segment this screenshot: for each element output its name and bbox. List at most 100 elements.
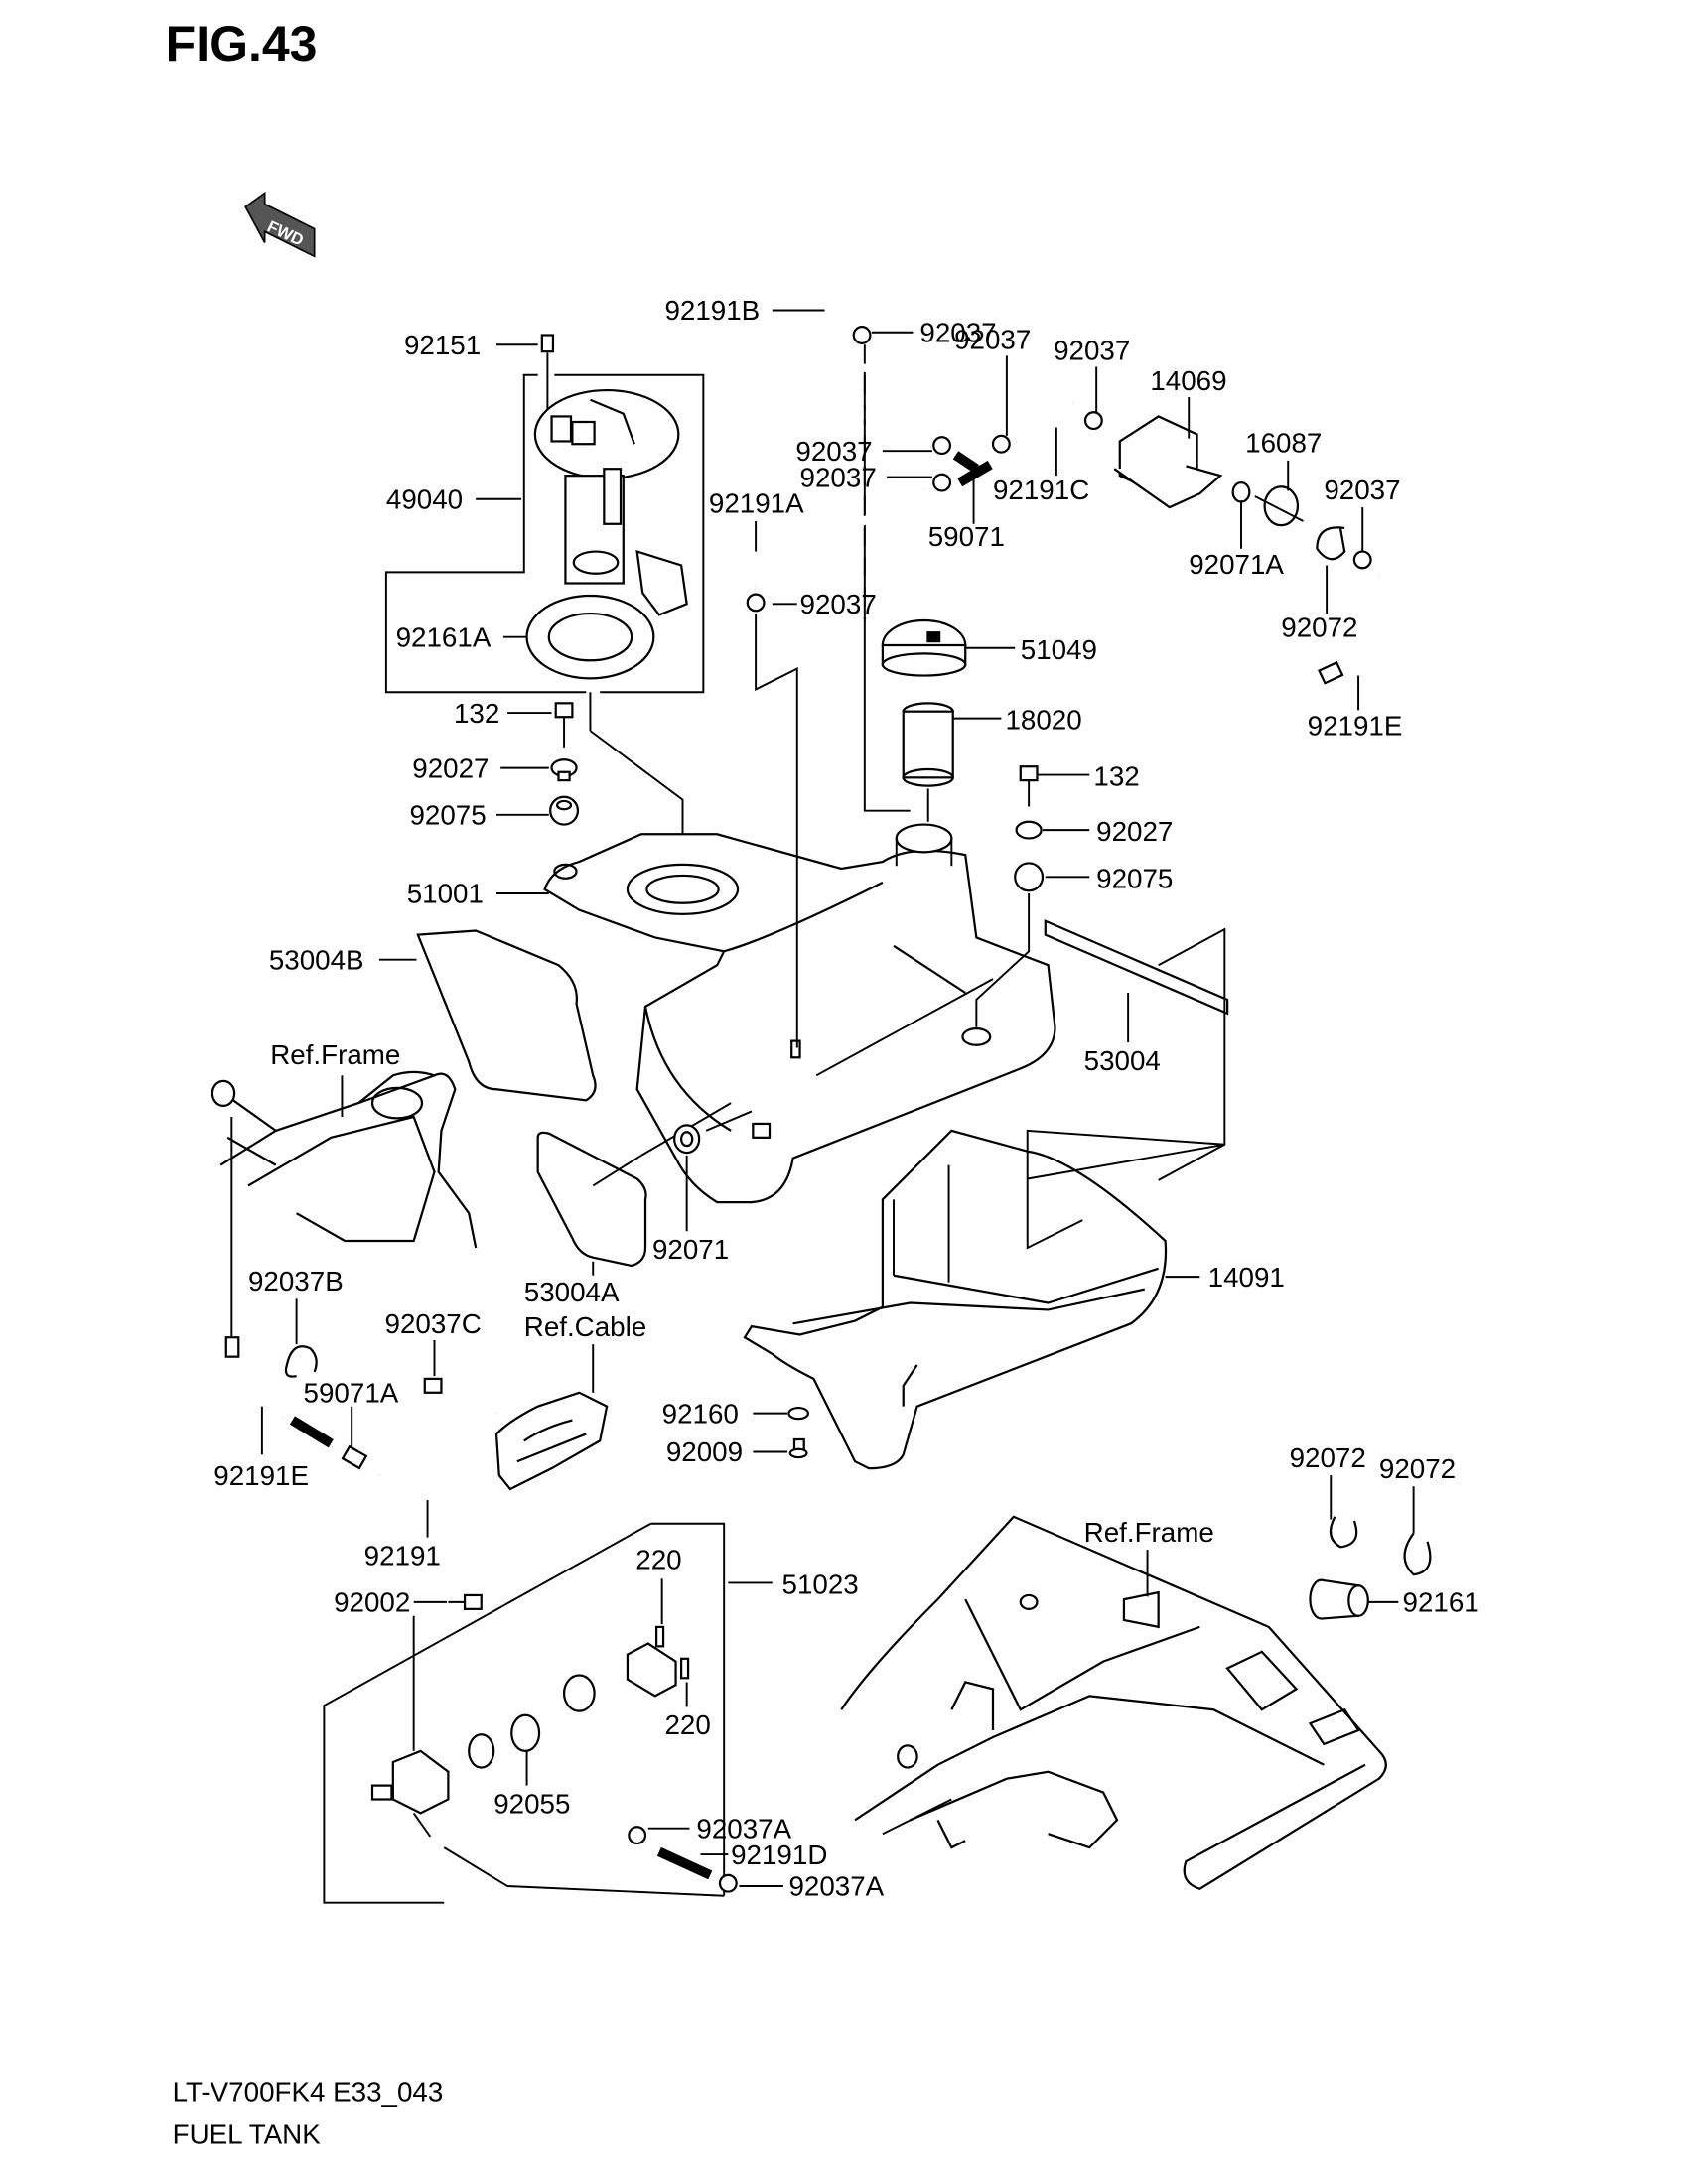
bolt-132-left[interactable]	[554, 702, 574, 748]
pad-53004[interactable]	[1044, 919, 1229, 1016]
callout[interactable]: 92037A	[788, 1871, 884, 1902]
callout[interactable]: 92191A	[709, 488, 804, 519]
bolt-132-right[interactable]	[1019, 765, 1039, 807]
callout[interactable]: 16087	[1245, 428, 1322, 459]
callout[interactable]: 92072	[1281, 613, 1357, 643]
clamp-92037A[interactable]	[718, 1873, 738, 1893]
callout[interactable]: 92191E	[213, 1460, 309, 1491]
washer-92027-left[interactable]	[550, 758, 578, 782]
bolt-92009[interactable]	[788, 1437, 808, 1459]
clamp-92037[interactable]	[746, 593, 766, 613]
callout[interactable]: 92037B	[248, 1266, 344, 1297]
grommet-92071[interactable]	[673, 1124, 701, 1155]
washer-92160[interactable]	[787, 1406, 809, 1421]
callout[interactable]: 92161A	[396, 621, 492, 652]
callout[interactable]: 92009	[666, 1436, 743, 1467]
callout[interactable]: 132	[454, 698, 499, 729]
callout[interactable]: 53004A	[524, 1277, 620, 1307]
callout[interactable]: 92027	[1096, 816, 1173, 847]
cover-plate[interactable]	[626, 1642, 677, 1698]
callout[interactable]: 14091	[1208, 1262, 1285, 1293]
callout[interactable]: 132	[1093, 761, 1139, 792]
callout[interactable]: 92055	[493, 1788, 570, 1819]
clamp-92037A[interactable]	[628, 1826, 647, 1845]
callout[interactable]: 92037	[954, 324, 1031, 354]
callout[interactable]: 14069	[1150, 365, 1226, 396]
callout[interactable]: 92037C	[385, 1308, 482, 1339]
pipe-59071A[interactable]	[289, 1416, 334, 1448]
clip-92037C[interactable]	[423, 1377, 443, 1394]
screw-220[interactable]	[654, 1625, 665, 1648]
strainer-18020[interactable]	[902, 702, 954, 787]
callout[interactable]: 49040	[386, 484, 463, 515]
hose-92191D[interactable]	[656, 1846, 713, 1880]
callout[interactable]: 92071	[652, 1234, 729, 1265]
clamp-92037[interactable]	[991, 434, 1011, 454]
callout[interactable]: 92037	[1324, 475, 1400, 505]
callout[interactable]: 92191	[364, 1540, 441, 1570]
clamp-92037[interactable]	[852, 326, 872, 344]
washer-92027-right[interactable]	[1015, 820, 1043, 840]
callout[interactable]: 92037A	[696, 1813, 791, 1843]
callout[interactable]: 92075	[1096, 863, 1173, 893]
seal-cap[interactable]	[562, 1674, 596, 1712]
callout[interactable]: 51001	[407, 879, 484, 909]
callout[interactable]: 53004B	[269, 944, 364, 975]
callout[interactable]: 92191E	[1308, 710, 1403, 741]
joint-59071[interactable]	[952, 451, 993, 487]
callout[interactable]: 92072	[1379, 1453, 1456, 1484]
hose-92191B[interactable]	[823, 282, 932, 459]
callout[interactable]: 92002	[334, 1587, 410, 1618]
callout[interactable]: 92191D	[731, 1840, 827, 1870]
grommet-92071A[interactable]	[1231, 481, 1251, 503]
hose-92191A[interactable]	[751, 485, 926, 587]
callout[interactable]: 51023	[782, 1570, 859, 1600]
callout[interactable]: 92037	[919, 317, 996, 347]
hose-92191[interactable]	[376, 1412, 500, 1516]
callout[interactable]: 92191B	[664, 295, 760, 326]
callout[interactable]: 92191C	[993, 475, 1089, 505]
hose-92191C[interactable]	[1014, 398, 1075, 446]
o-ring-92055[interactable]	[510, 1713, 541, 1752]
joint-92191E-lower[interactable]	[224, 1336, 285, 1422]
grommet-92075-right[interactable]	[1014, 862, 1045, 892]
connector-59071A[interactable]	[341, 1444, 368, 1470]
bolt-92151[interactable]	[540, 334, 555, 353]
clamp-92037[interactable]	[1352, 550, 1372, 570]
connector-92191E[interactable]	[1318, 660, 1344, 685]
callout[interactable]: 92160	[662, 1398, 739, 1429]
pad-53004A[interactable]	[536, 1131, 647, 1268]
clamp-92037[interactable]	[1083, 411, 1103, 431]
callout[interactable]: 92075	[410, 800, 487, 831]
under-tray-14091[interactable]	[743, 1129, 1168, 1470]
pad-53004B[interactable]	[416, 929, 597, 1102]
screw-220[interactable]	[679, 1657, 690, 1680]
clip-92072[interactable]	[1316, 526, 1346, 561]
callout[interactable]: 92072	[1290, 1442, 1366, 1473]
grommet-92075-left[interactable]	[549, 795, 580, 826]
callout[interactable]: 92161	[1403, 1587, 1479, 1618]
clip-92072-left[interactable]	[1329, 1516, 1358, 1549]
callout[interactable]: 92037	[800, 462, 877, 492]
callout[interactable]: 92037	[795, 436, 872, 467]
callout[interactable]: 92037	[800, 589, 877, 619]
fuel-cap-51049[interactable]	[881, 618, 967, 677]
hose-92161[interactable]	[1309, 1578, 1369, 1620]
callout[interactable]: 92071A	[1189, 549, 1284, 580]
callout[interactable]: 51049	[1021, 634, 1097, 665]
fuel-tank-51001[interactable]	[543, 823, 1056, 1204]
callout[interactable]: 92037	[1054, 336, 1130, 366]
filter-16087[interactable]	[1254, 485, 1304, 527]
callout[interactable]: 92027	[412, 752, 489, 783]
callout[interactable]: 92151	[404, 330, 481, 360]
callout[interactable]: 59071	[928, 521, 1005, 552]
callout[interactable]: 18020	[1006, 705, 1082, 736]
callout[interactable]: 59071A	[304, 1378, 399, 1409]
callout[interactable]: 220	[635, 1545, 681, 1575]
bolt-92002[interactable]	[448, 1593, 483, 1610]
callout[interactable]: 220	[664, 1709, 710, 1740]
callout[interactable]: 53004	[1084, 1045, 1161, 1076]
clamp-92037[interactable]	[932, 473, 952, 492]
fuel-cock-body[interactable]	[370, 1749, 450, 1838]
canister-14069[interactable]	[1113, 415, 1223, 509]
